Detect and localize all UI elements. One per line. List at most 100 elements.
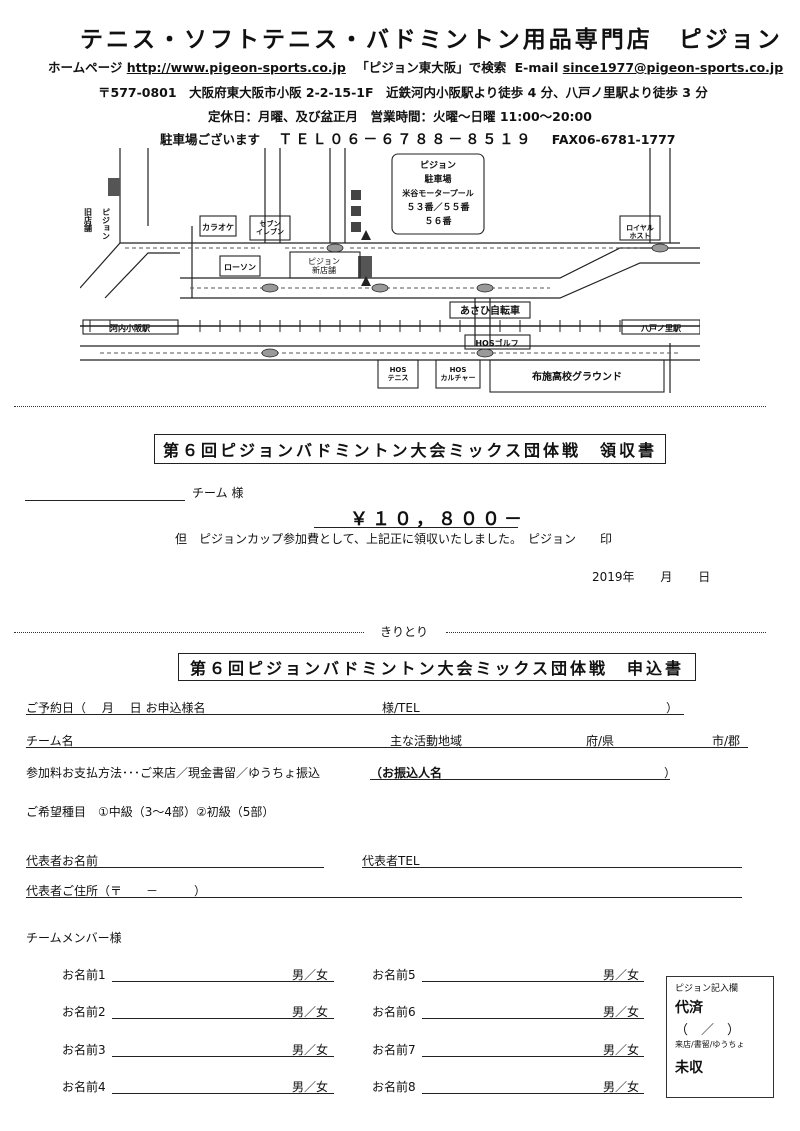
payer-name-line[interactable]: [370, 779, 670, 780]
contact-line: ホームページ http://www.pigeon-sports.co.jp 「ピ…: [48, 57, 783, 76]
member-5-line[interactable]: [422, 981, 644, 982]
member-6-sex[interactable]: 男／女: [603, 1005, 640, 1019]
old-store-label: 旧店舗: [84, 208, 93, 233]
member-8-sex[interactable]: 男／女: [603, 1080, 640, 1094]
member-7-label: お名前7: [372, 1043, 416, 1057]
member-8-label: お名前8: [372, 1080, 416, 1094]
member-6-label: お名前6: [372, 1005, 416, 1019]
homepage-label: ホームページ: [48, 60, 123, 75]
member-1-sex[interactable]: 男／女: [292, 968, 329, 982]
receipt-team-line[interactable]: [25, 500, 185, 501]
fuse-ground-label: 布施高校グラウンド: [532, 370, 622, 383]
yaenosato-station-label: 八戸ノ里駅: [640, 324, 682, 333]
receipt-date-month: 月: [660, 570, 673, 584]
rep-name-label: 代表者お名前: [26, 854, 99, 868]
member-4-label: お名前4: [62, 1080, 106, 1094]
member-2-label: お名前2: [62, 1005, 106, 1019]
activity-area-label: 主な活動地域: [390, 734, 463, 748]
rep-address-label: 代表者ご住所（〒 － ）: [26, 884, 207, 898]
member-7-line[interactable]: [422, 1056, 644, 1057]
member-3-line[interactable]: [112, 1056, 334, 1057]
payer-close-paren: ）: [664, 766, 677, 780]
member-2-sex[interactable]: 男／女: [292, 1005, 329, 1019]
staff-memo-box: ピジョン記入欄 代済 （ ／ ） 来店/書留/ゆうちょ 未収: [666, 976, 774, 1098]
receipt-date-year: 2019年: [592, 570, 635, 584]
reservation-line[interactable]: [26, 714, 684, 715]
category-label: ご希望種目 ①中級（3～4部）②初級（5部）: [26, 805, 275, 819]
member-1-label: お名前1: [62, 968, 106, 982]
member-3-label: お名前3: [62, 1043, 106, 1057]
team-name-label: チーム名: [26, 734, 74, 748]
shi-gun-label: 市/郡: [712, 734, 741, 748]
royal-host-label: ロイヤルホスト: [626, 224, 654, 240]
email-link[interactable]: since1977@pigeon-sports.co.jp: [562, 60, 784, 75]
memo-method: 来店/書留/ゆうちょ: [675, 1040, 745, 1049]
rep-name-line[interactable]: [26, 867, 324, 868]
email-label: E-mail: [514, 60, 559, 75]
pigeon-side-label: ピジョン: [102, 207, 111, 240]
parking-text: 駐車場ございます: [160, 132, 261, 147]
cut-line-left: [14, 632, 364, 633]
hos-golf-label: HOSゴルフ: [475, 338, 518, 348]
receipt-title: 第６回ピジョンバドミントン大会ミックス団体戦 領収書: [154, 434, 666, 464]
fu-ken-label: 府/県: [586, 734, 615, 748]
cut-label: きりとり: [380, 625, 429, 639]
receipt-team-suffix: チーム 様: [192, 486, 244, 500]
tel-number: ＴＥＬ０６－６７８８－８５１９: [278, 132, 534, 148]
payment-method-label: 参加料お支払方法･･･ご来店／現金書留／ゆうちょ振込: [26, 766, 321, 780]
memo-title: ピジョン記入欄: [675, 984, 739, 994]
parking-sign-line-4: ５３番／５５番: [406, 201, 470, 213]
seven-eleven-label: セブンイレブン: [256, 219, 284, 236]
phone-line: 駐車場ございます ＴＥＬ０６－６７８８－８５１９ FAX06-6781-1777: [160, 129, 676, 149]
rep-address-line[interactable]: [26, 897, 742, 898]
application-title: 第６回ピジョンバドミントン大会ミックス団体戦 申込書: [178, 653, 696, 681]
team-line[interactable]: [26, 747, 748, 748]
memo-date: （ ／ ）: [675, 1023, 741, 1038]
reservation-close-paren: ）: [666, 701, 679, 715]
parking-sign-line-5: ５６番: [424, 215, 452, 227]
karaoke-label: カラオケ: [202, 223, 234, 232]
receipt-amount-underline: [314, 527, 518, 528]
sama-tel-label: 様/TEL: [382, 701, 420, 715]
memo-unpaid: 未収: [675, 1060, 703, 1076]
fax-number: FAX06-6781-1777: [551, 132, 676, 147]
search-text: 「ピジョン東大阪」で検索: [356, 60, 507, 75]
member-8-line[interactable]: [422, 1093, 644, 1094]
new-store-marker: [358, 256, 372, 278]
members-label: チームメンバー様: [26, 931, 122, 945]
old-store-marker: [108, 178, 120, 196]
parking-sign-line-3: 米谷モータープール: [401, 188, 474, 198]
shop-title: テニス・ソフトテニス・バドミントン用品専門店 ピジョン: [80, 27, 783, 53]
business-hours: 定休日：月曜、及び盆正月 営業時間：火曜～日曜 11:00～20:00: [208, 109, 592, 124]
member-1-line[interactable]: [112, 981, 334, 982]
receipt-amount: ￥１０，８００－: [350, 509, 526, 530]
lawson-label: ローソン: [224, 263, 256, 272]
member-4-line[interactable]: [112, 1093, 334, 1094]
parking-sign-line-1: ピジョン: [420, 159, 456, 171]
rep-tel-label: 代表者TEL: [362, 854, 420, 868]
cut-line-right: [446, 632, 766, 633]
receipt-note: 但 ピジョンカップ参加費として、上記正に領収いたしました。 ピジョン 印: [175, 532, 613, 546]
separator-dotted-1: [14, 406, 766, 407]
rep-tel-line[interactable]: [362, 867, 742, 868]
kawachi-station-label: 河内小阪駅: [110, 323, 151, 333]
access-map: ピジョン 駐車場 米谷モータープール ５３番／５５番 ５６番 旧店舗 ピジョン …: [80, 148, 700, 393]
new-store-label: ピジョン新店舗: [308, 257, 340, 275]
asahi-bicycle-label: あさひ自転車: [460, 304, 520, 317]
member-7-sex[interactable]: 男／女: [603, 1043, 640, 1057]
member-5-sex[interactable]: 男／女: [603, 968, 640, 982]
member-6-line[interactable]: [422, 1018, 644, 1019]
homepage-link[interactable]: http://www.pigeon-sports.co.jp: [126, 60, 346, 75]
receipt-date: 2019年 月 日: [592, 568, 710, 585]
receipt-date-day: 日: [698, 570, 711, 584]
address: 〒577-0801 大阪府東大阪市小阪 2-2-15-1F 近鉄河内小阪駅より徒…: [98, 85, 708, 100]
memo-paid: 代済: [675, 1000, 703, 1016]
member-3-sex[interactable]: 男／女: [292, 1043, 329, 1057]
member-4-sex[interactable]: 男／女: [292, 1080, 329, 1094]
reservation-label: ご予約日（ 月 日 お申込様名: [26, 701, 206, 715]
payer-name-label: （お振込人名: [370, 766, 443, 780]
parking-sign-line-2: 駐車場: [424, 173, 451, 185]
member-2-line[interactable]: [112, 1018, 334, 1019]
